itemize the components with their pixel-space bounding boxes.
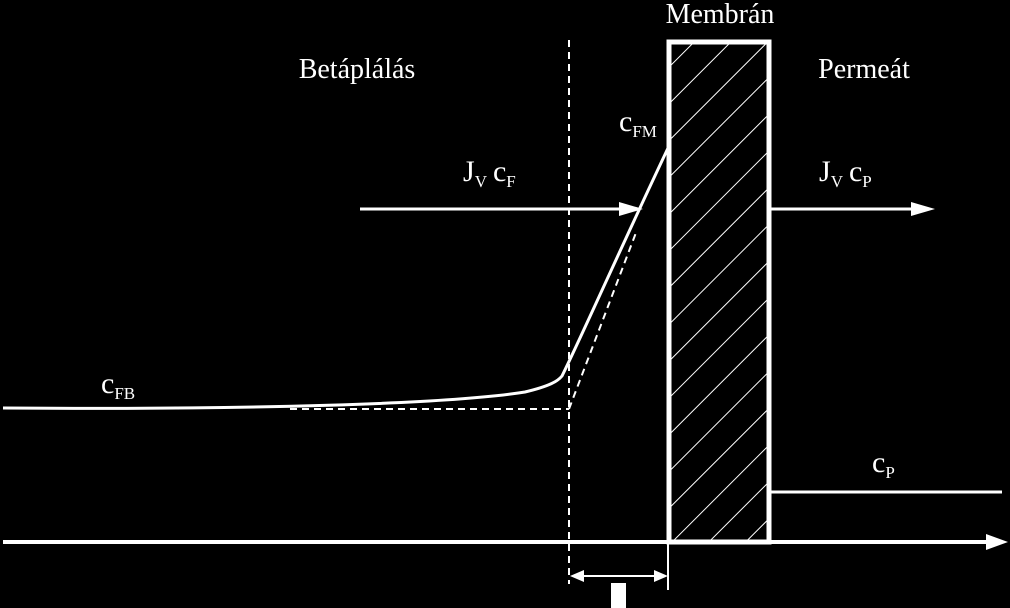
permeate-region-label: Permeát — [818, 54, 910, 85]
permeate-flux-arrowhead — [911, 202, 935, 216]
feed-flux-arrowhead — [619, 202, 643, 216]
jv-cp-j-subscript: V — [831, 172, 844, 191]
jv-cf-j-subscript: V — [475, 172, 488, 191]
membrane-block — [666, 39, 772, 545]
linear-profile-dashed-line — [568, 229, 638, 410]
c-p-subscript: P — [885, 463, 894, 482]
x-axis-arrowhead — [986, 534, 1008, 550]
delta-marker-block — [611, 583, 626, 608]
c-fm-main: c — [619, 105, 632, 138]
c-fb-main: c — [101, 367, 114, 400]
concentration-profile-curve — [2, 145, 671, 410]
feed-region-label: Betáplálás — [299, 54, 416, 85]
boundary-thickness-left-arrowhead — [570, 570, 584, 582]
jv-cp-j: J — [819, 155, 831, 188]
c-fb-label: cFB — [101, 367, 135, 403]
c-fm-label: cFM — [619, 105, 657, 141]
jv-cf-c: c — [493, 155, 506, 188]
c-p-label: cP — [872, 446, 895, 482]
jv-cp-c: c — [849, 155, 862, 188]
boundary-thickness-right-arrowhead — [654, 570, 668, 582]
c-fb-subscript: FB — [114, 384, 135, 403]
jv-cf-j: J — [463, 155, 475, 188]
c-fm-subscript: FM — [632, 122, 657, 141]
jv-cp-c-subscript: P — [862, 172, 871, 191]
jv-cf-c-subscript: F — [506, 172, 515, 191]
membrane-region-label: Membrán — [666, 0, 775, 30]
c-p-main: c — [872, 446, 885, 479]
